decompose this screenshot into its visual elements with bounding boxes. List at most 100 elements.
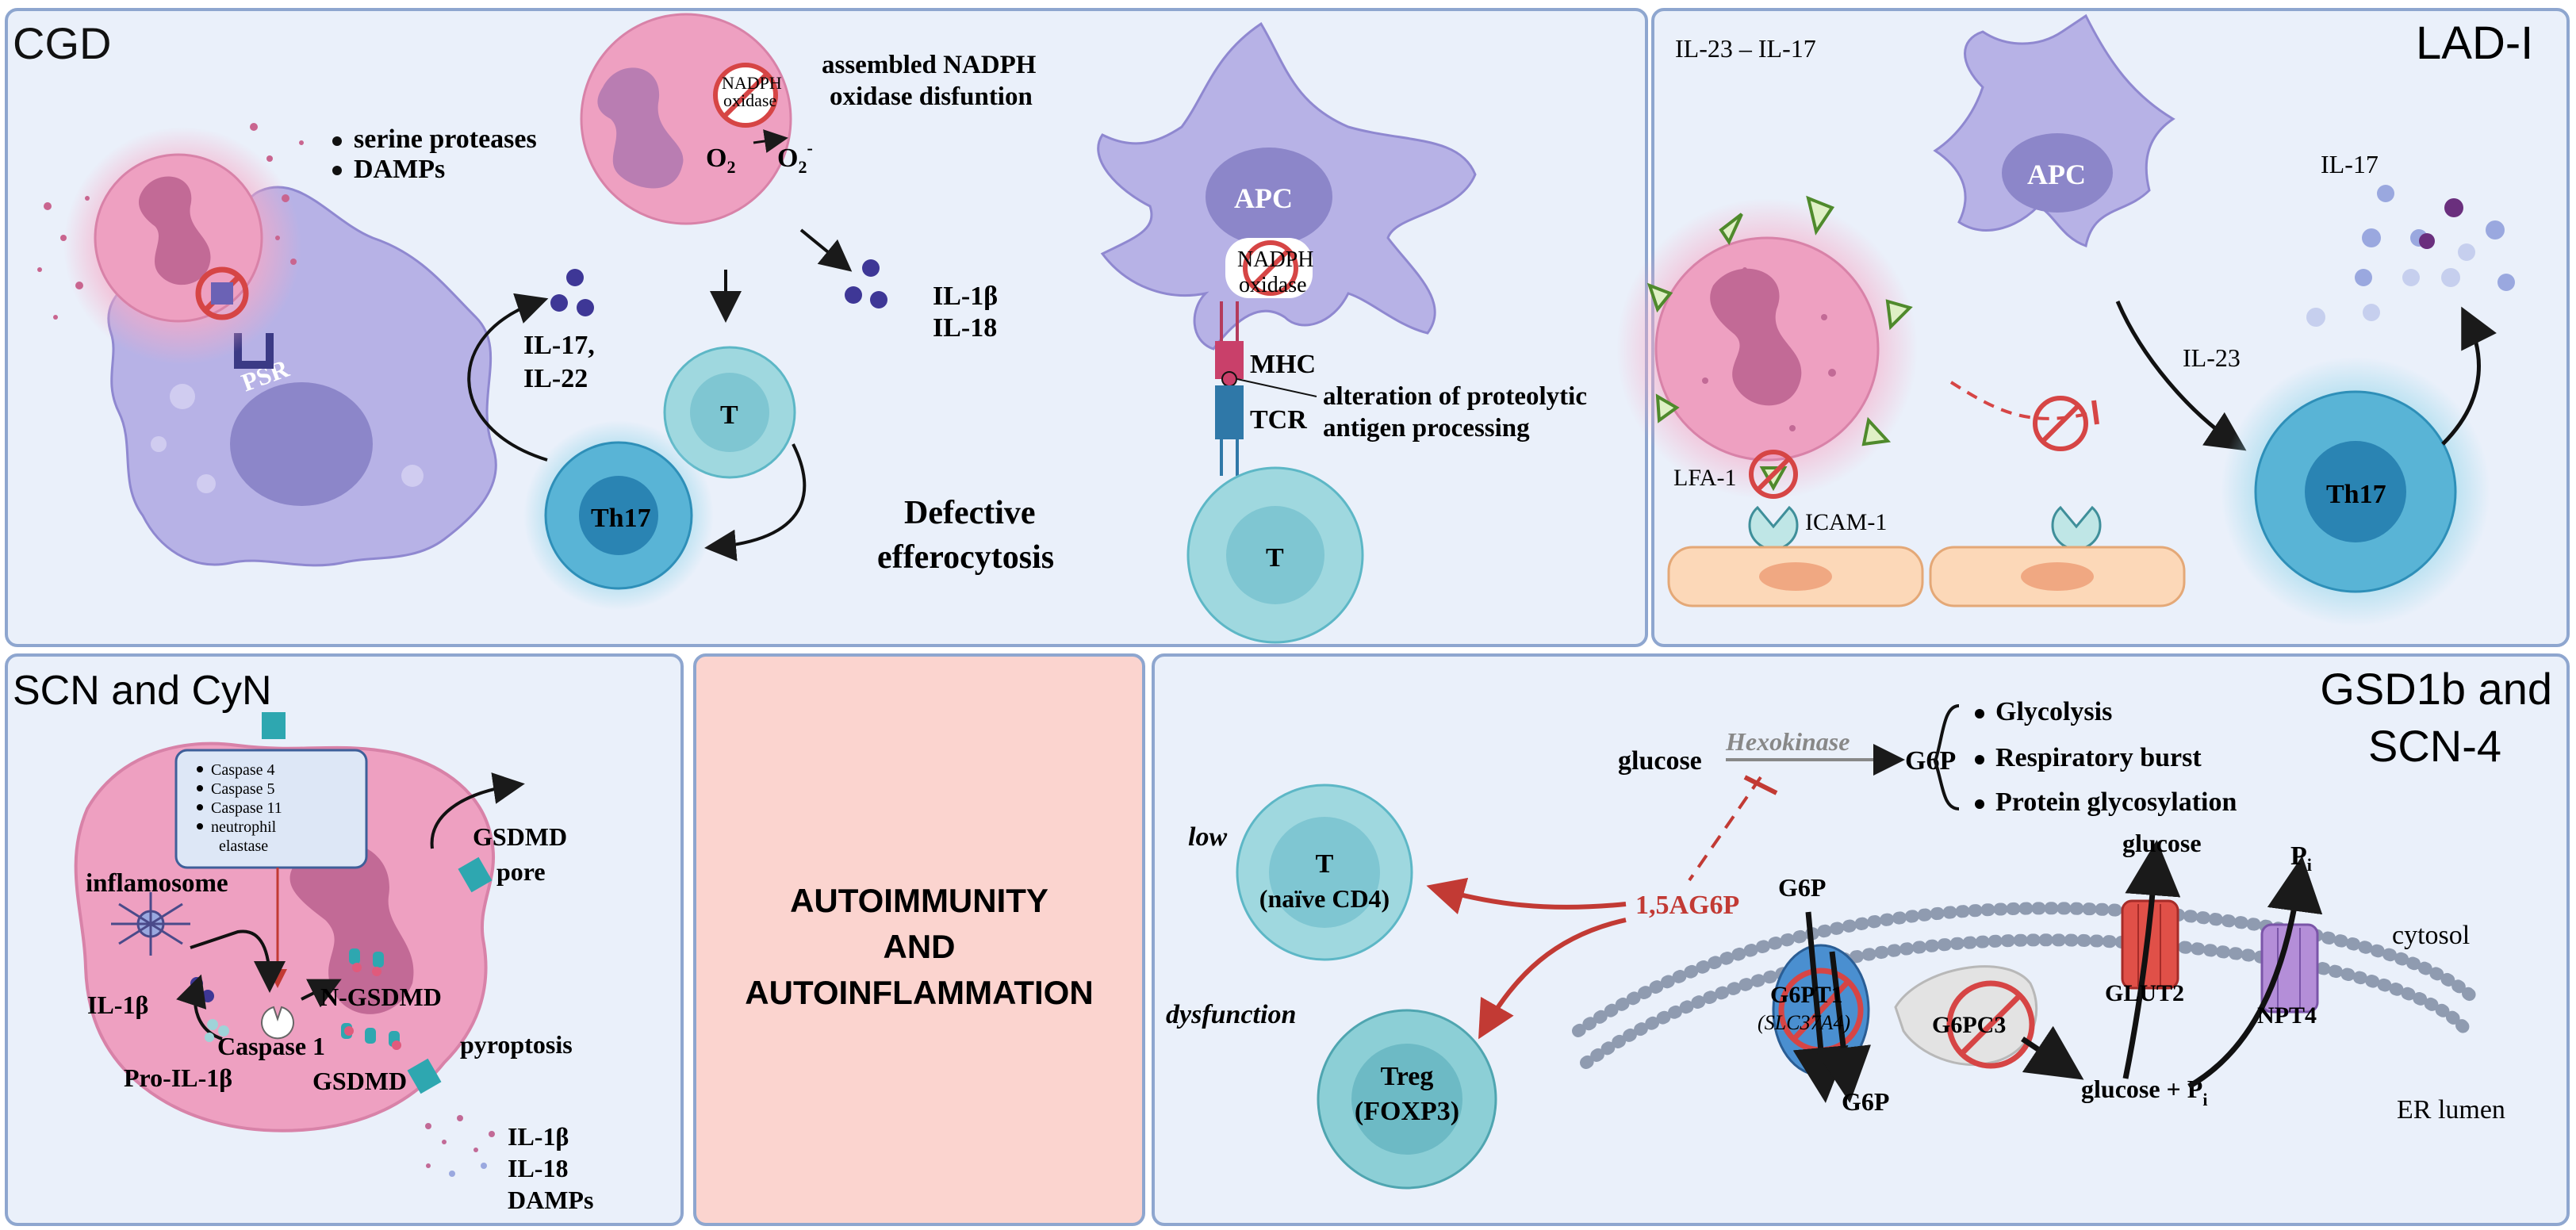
svg-text:O2: O2 bbox=[706, 144, 735, 177]
panel-gsd bbox=[1152, 653, 2570, 1226]
caspase-11: Caspase 11 bbox=[211, 799, 282, 817]
caspase-box bbox=[174, 749, 368, 869]
th17-label: Th17 bbox=[591, 504, 651, 533]
t-cell-label-1: T bbox=[720, 400, 738, 430]
macrophage-nucleus bbox=[230, 382, 373, 506]
slc-label: (SLC37A4) bbox=[1758, 1011, 1850, 1034]
alteration-1: alteration of proteolytic bbox=[1323, 382, 1587, 411]
auto-line-1: AUTOIMMUNITY bbox=[790, 882, 1048, 919]
er-lumen-label: ER lumen bbox=[2397, 1095, 2505, 1125]
caspase-5: Caspase 5 bbox=[211, 780, 275, 798]
elastase-line: elastase bbox=[219, 837, 268, 855]
caspase-4: Caspase 4 bbox=[211, 761, 275, 779]
g6pc3-label: G6PC3 bbox=[1932, 1012, 2006, 1038]
svg-text:Pi: Pi bbox=[2290, 841, 2312, 875]
apc-label: APC bbox=[1234, 182, 1293, 214]
er-membrane-outer bbox=[1572, 902, 2481, 1037]
ngsdmd-label: N-GSDMD bbox=[320, 983, 442, 1011]
mhc-label: MHC bbox=[1250, 350, 1316, 379]
g6p-top: G6P bbox=[1778, 873, 1826, 902]
inflamosome-label: inflamosome bbox=[86, 869, 228, 898]
caspase1-shape bbox=[261, 1006, 294, 1040]
o2m-label: O bbox=[777, 144, 798, 173]
fate-2: Respiratory burst bbox=[1995, 743, 2202, 772]
pro-il1b-label: Pro-IL-1β bbox=[124, 1063, 232, 1092]
inflamosome bbox=[111, 892, 190, 956]
cgd-il22: IL-22 bbox=[523, 364, 588, 393]
pi-label: P bbox=[2290, 841, 2307, 871]
pore-1: GSDMD bbox=[473, 822, 567, 851]
glucose-out: glucose bbox=[2122, 829, 2202, 857]
lad-apc-label: APC bbox=[2027, 159, 2086, 190]
tcr-label: TCR bbox=[1250, 405, 1307, 435]
tcr-receptor bbox=[1215, 385, 1244, 439]
scn-title: SCN and CyN bbox=[13, 668, 272, 714]
cgd-il18: IL-18 bbox=[933, 313, 997, 343]
dysfunction-label: dysfunction bbox=[1166, 1000, 1296, 1029]
glucose-pi-sub: i bbox=[2202, 1090, 2207, 1109]
er-membrane-inner bbox=[1580, 933, 2473, 1069]
glucose-pi: glucose + P bbox=[2081, 1075, 2202, 1103]
scn-particles bbox=[425, 1115, 495, 1177]
low-label: low bbox=[1188, 822, 1227, 852]
gsd-t-label: T bbox=[1316, 849, 1334, 879]
o2m-sup: - bbox=[807, 138, 812, 158]
cgd-il17: IL-17, bbox=[523, 331, 595, 360]
gsd-title-2: SCN-4 bbox=[2368, 721, 2501, 771]
assembled-2: oxidase disfuntion bbox=[830, 82, 1033, 111]
scn-out-3: DAMPs bbox=[508, 1186, 593, 1214]
lad-il23: IL-23 bbox=[2183, 343, 2241, 372]
scn-il1b: IL-1β bbox=[87, 991, 148, 1019]
lad-axis: IL-23 – IL-17 bbox=[1675, 34, 1816, 63]
lfa-label: LFA-1 bbox=[1673, 465, 1736, 491]
cgd-il1b: IL-1β bbox=[933, 282, 998, 311]
neutrophil-nucleus bbox=[139, 176, 211, 285]
glut2-transporter bbox=[2121, 899, 2179, 990]
cgd-bullet-1: serine proteases bbox=[354, 125, 537, 154]
panel-auto bbox=[693, 653, 1145, 1226]
alteration-2: antigen processing bbox=[1323, 414, 1530, 443]
caspase1-label: Caspase 1 bbox=[217, 1032, 325, 1060]
g6p-bottom: G6P bbox=[1842, 1087, 1889, 1116]
lad-il17: IL-17 bbox=[2321, 150, 2379, 178]
apc-nadph-2: oxidase bbox=[1239, 273, 1307, 297]
foxp3-label: (FOXP3) bbox=[1355, 1097, 1459, 1126]
nadph-small-1: NADPH bbox=[722, 73, 782, 93]
o2-sub: 2 bbox=[726, 157, 735, 177]
lad-apc bbox=[1933, 13, 2175, 247]
pore-2: pore bbox=[496, 857, 546, 886]
lad-neutrophil-dots bbox=[1702, 267, 1836, 431]
svg-text:glucose + Pi: glucose + Pi bbox=[2081, 1075, 2207, 1109]
fate-1: Glycolysis bbox=[1995, 697, 2112, 726]
lfa-triangles bbox=[1646, 195, 1913, 492]
o2-label: O bbox=[706, 144, 726, 173]
g6p-label: G6P bbox=[1905, 746, 1956, 776]
lad-th17-label: Th17 bbox=[2326, 480, 2386, 509]
gsdmd-label: GSDMD bbox=[312, 1067, 407, 1095]
nadph-small-2: oxidase bbox=[723, 90, 776, 110]
gsd-t-sub: (naïve CD4) bbox=[1259, 884, 1390, 913]
hexokinase-label: Hexokinase bbox=[1725, 727, 1850, 756]
pi-sub: i bbox=[2307, 855, 2312, 875]
lad-cytokines bbox=[2306, 185, 2515, 327]
cytosol-label: cytosol bbox=[2392, 921, 2470, 950]
icam-label: ICAM-1 bbox=[1805, 509, 1887, 535]
cgd-title: CGD bbox=[13, 18, 111, 68]
ag6p-label: 1,5AG6P bbox=[1635, 891, 1739, 920]
treg-label: Treg bbox=[1381, 1062, 1434, 1091]
scn-out-1: IL-1β bbox=[508, 1122, 569, 1151]
glucose-label: glucose bbox=[1618, 746, 1702, 776]
pyroptosis-label: pyroptosis bbox=[460, 1030, 573, 1059]
g6pt1-label: G6PT1 bbox=[1770, 982, 1843, 1008]
defective-2: efferocytosis bbox=[877, 539, 1054, 576]
scn-out-2: IL-18 bbox=[508, 1154, 568, 1182]
cgd-bullet-2: DAMPs bbox=[354, 155, 445, 184]
glut2-label: GLUT2 bbox=[2105, 980, 2184, 1006]
auto-line-2: AND bbox=[884, 928, 956, 965]
apc-nadph-1: NADPH bbox=[1237, 247, 1313, 272]
dots-scatter bbox=[37, 123, 304, 320]
assembled-1: assembled NADPH bbox=[822, 51, 1037, 79]
npt4-label: NPT4 bbox=[2257, 1002, 2317, 1029]
lad-title: LAD-I bbox=[2416, 17, 2533, 69]
